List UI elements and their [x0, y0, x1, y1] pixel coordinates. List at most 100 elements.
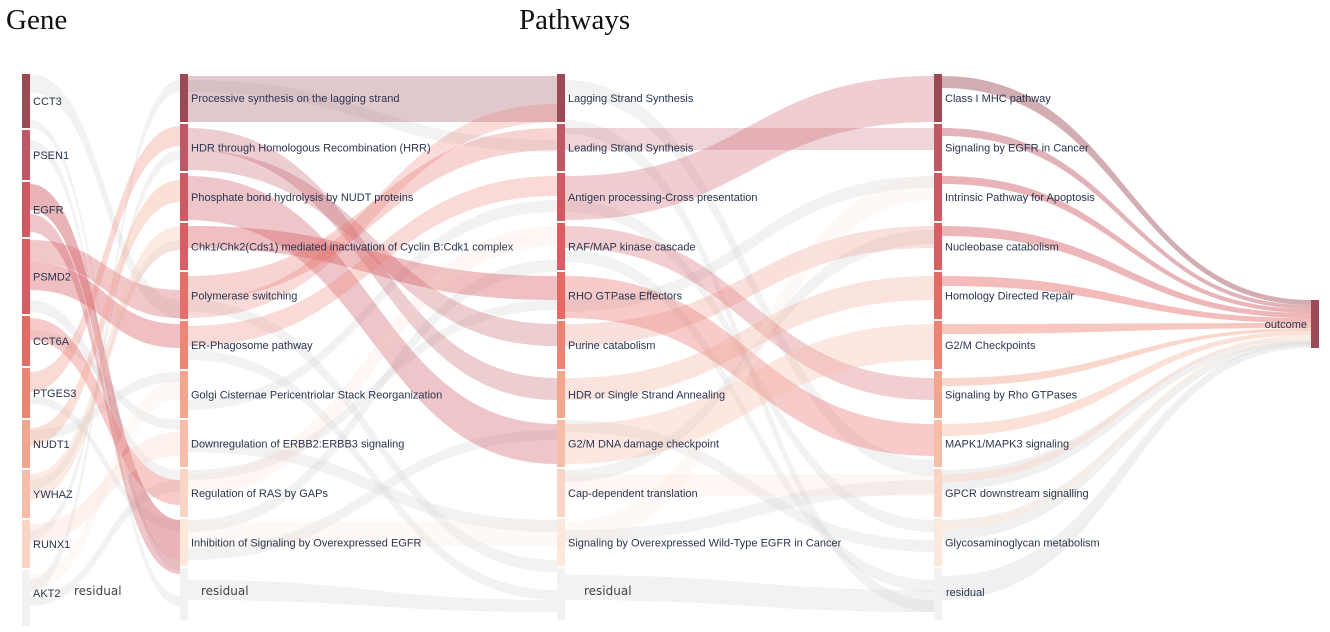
residual-flow	[565, 575, 934, 612]
pathway-to-pathway-flow	[565, 276, 934, 400]
pathway3-label-nucleobase-catabolism: Nucleobase catabolism	[945, 242, 1059, 254]
pathway-to-pathway-flow	[565, 226, 934, 400]
gene-label-runx1: RUNX1	[33, 539, 70, 551]
residual-node[interactable]	[180, 568, 188, 620]
pathway-to-pathway-flow	[565, 474, 934, 496]
residual-label: residual	[201, 584, 249, 598]
pathway3-node-homology-directed-repair[interactable]	[934, 272, 942, 319]
pathway2-label-g2-m-dna-damage-checkpoint: G2/M DNA damage checkpoint	[568, 439, 719, 451]
pathway-to-outcome-flow	[942, 335, 1311, 482]
pathway1-node-hdr-through-homologous-recombination-hrr[interactable]	[180, 124, 188, 171]
pathway3-node-gpcr-downstream-signalling[interactable]	[934, 469, 942, 517]
gene-node-ywhaz[interactable]	[22, 470, 30, 518]
pathway1-label-processive-synthesis-on-the-lagging-strand: Processive synthesis on the lagging stra…	[191, 93, 400, 105]
pathway1-node-polymerase-switching[interactable]	[180, 272, 188, 319]
outcome-node[interactable]	[1311, 300, 1319, 348]
pathway1-label-regulation-of-ras-by-gaps: Regulation of RAS by GAPs	[191, 488, 328, 500]
pathways-column-title: Pathways	[519, 4, 631, 36]
pathway3-label-homology-directed-repair: Homology Directed Repair	[945, 291, 1074, 303]
pathway-to-pathway-flow	[188, 522, 557, 548]
pathway2-label-raf-map-kinase-cascade: RAF/MAP kinase cascade	[568, 242, 696, 254]
gene-node-ptges3[interactable]	[22, 368, 30, 418]
pathway1-node-golgi-cisternae-pericentriolar-stack-reorganization[interactable]	[180, 371, 188, 418]
residual-flow	[30, 150, 180, 540]
residual-label: residual	[946, 587, 985, 599]
pathway-to-pathway-flow	[565, 226, 934, 346]
pathway3-node-signaling-by-egfr-in-cancer[interactable]	[934, 124, 942, 171]
gene-node-cct6a[interactable]	[22, 316, 30, 366]
pathway3-node-g2-m-checkpoints[interactable]	[934, 321, 942, 369]
pathway1-label-inhibition-of-signaling-by-overexpressed-egfr: Inhibition of Signaling by Overexpressed…	[191, 538, 422, 550]
pathway3-node-signaling-by-rho-gtpases[interactable]	[934, 371, 942, 418]
pathway1-node-processive-synthesis-on-the-lagging-strand[interactable]	[180, 74, 188, 122]
pathway3-node-class-i-mhc-pathway[interactable]	[934, 74, 942, 122]
gene-label-ywhaz: YWHAZ	[33, 489, 73, 501]
residual-flow	[942, 342, 1311, 600]
residual-flow	[188, 350, 557, 600]
gene-node-egfr[interactable]	[22, 182, 30, 237]
pathway1-node-chk1-chk2-cds1-mediated-inactivation-of-cyclin-b-cdk1-complex[interactable]	[180, 223, 188, 270]
pathway2-node-g2-m-dna-damage-checkpoint[interactable]	[557, 420, 565, 467]
gene-label-cct6a: CCT6A	[33, 336, 70, 348]
gene-to-pathway-flow	[30, 240, 180, 318]
pathway2-node-hdr-or-single-strand-annealing[interactable]	[557, 371, 565, 418]
pathway-to-pathway-flow	[565, 76, 934, 220]
residual-node[interactable]	[934, 568, 942, 620]
pathway2-node-rho-gtpase-effectors[interactable]	[557, 272, 565, 319]
residual-flow	[188, 580, 557, 612]
pathway2-node-antigen-processing-cross-presentation[interactable]	[557, 173, 565, 221]
pathway2-node-signaling-by-overexpressed-wild-type-egfr-in-cancer[interactable]	[557, 519, 565, 566]
pathway3-label-intrinsic-pathway-for-apoptosis: Intrinsic Pathway for Apoptosis	[945, 192, 1095, 204]
pathway-to-pathway-flow	[188, 226, 557, 300]
gene-node-runx1[interactable]	[22, 520, 30, 568]
gene-to-pathway-flow	[30, 180, 180, 446]
gene-node-psen1[interactable]	[22, 130, 30, 180]
pathway2-node-purine-catabolism[interactable]	[557, 321, 565, 369]
pathway3-node-glycosaminoglycan-metabolism[interactable]	[934, 519, 942, 566]
gene-label-cct3: CCT3	[33, 96, 62, 108]
gene-label-nudt1: NUDT1	[33, 439, 70, 451]
pathway1-label-er-phagosome-pathway: ER-Phagosome pathway	[191, 340, 313, 352]
pathway-to-pathway-flow	[188, 76, 557, 122]
pathway2-node-cap-dependent-translation[interactable]	[557, 469, 565, 517]
pathway-to-pathway-flow	[188, 150, 557, 346]
gene-node-nudt1[interactable]	[22, 420, 30, 468]
pathway1-node-er-phagosome-pathway[interactable]	[180, 321, 188, 369]
residual-flow	[565, 420, 934, 552]
pathway3-node-nucleobase-catabolism[interactable]	[934, 223, 942, 270]
residual-flow	[30, 74, 180, 318]
pathway2-node-leading-strand-synthesis[interactable]	[557, 124, 565, 171]
residual-node[interactable]	[557, 568, 565, 620]
pathway3-node-intrinsic-pathway-for-apoptosis[interactable]	[934, 173, 942, 221]
pathway2-node-raf-map-kinase-cascade[interactable]	[557, 223, 565, 270]
pathway-to-outcome-flow	[942, 323, 1311, 334]
sankey-labels: CCT3PSEN1EGFRPSMD2CCT6APTGES3NUDT1YWHAZR…	[33, 93, 1307, 600]
pathway2-label-hdr-or-single-strand-annealing: HDR or Single Strand Annealing	[568, 390, 725, 402]
gene-label-ptges3: PTGES3	[33, 388, 76, 400]
residual-flow	[942, 338, 1311, 490]
residual-flow	[188, 430, 557, 560]
residual-flow	[30, 480, 180, 606]
gene-node-cct3[interactable]	[22, 74, 30, 128]
pathway1-label-downregulation-of-erbb2-erbb3-signaling: Downregulation of ERBB2:ERBB3 signaling	[191, 439, 404, 451]
pathway1-node-downregulation-of-erbb2-erbb3-signaling[interactable]	[180, 420, 188, 467]
pathway1-node-phosphate-bond-hydrolysis-by-nudt-proteins[interactable]	[180, 173, 188, 221]
pathway-to-pathway-flow	[188, 176, 557, 346]
residual-label: residual	[584, 584, 632, 598]
pathway1-label-chk1-chk2-cds1-mediated-inactivation-of-cyclin-b-cdk1-complex: Chk1/Chk2(Cds1) mediated inactivation of…	[191, 242, 514, 254]
residual-flow	[30, 80, 180, 592]
gene-to-pathway-flow	[30, 262, 180, 348]
residual-flow	[188, 300, 557, 572]
pathway2-label-cap-dependent-translation: Cap-dependent translation	[568, 488, 698, 500]
residual-flow	[565, 80, 934, 476]
pathway3-node-mapk1-mapk3-signaling[interactable]	[934, 420, 942, 467]
pathway2-node-lagging-strand-synthesis[interactable]	[557, 74, 565, 122]
pathway1-node-inhibition-of-signaling-by-overexpressed-egfr[interactable]	[180, 519, 188, 566]
residual-flow	[565, 120, 934, 612]
residual-node[interactable]	[22, 570, 30, 626]
pathway1-node-regulation-of-ras-by-gaps[interactable]	[180, 469, 188, 517]
gene-node-psmd2[interactable]	[22, 239, 30, 314]
residual-flow	[565, 480, 934, 542]
pathway2-label-antigen-processing-cross-presentation: Antigen processing-Cross presentation	[568, 192, 758, 204]
